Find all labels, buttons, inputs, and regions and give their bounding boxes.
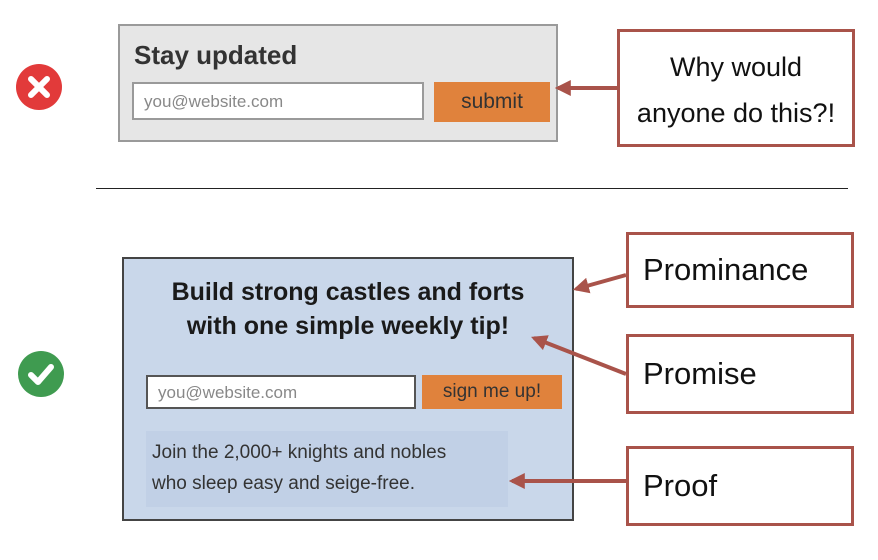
x-circle-icon — [15, 63, 63, 111]
bad-signup-form: Stay updated you@website.com submit — [118, 24, 558, 142]
sign-me-up-button[interactable]: sign me up! — [422, 375, 562, 409]
callout-why: Why would anyone do this?! — [617, 29, 855, 147]
callout-promise: Promise — [626, 334, 854, 414]
section-divider — [96, 188, 848, 189]
bad-email-input[interactable]: you@website.com — [132, 82, 424, 120]
social-proof-text: Join the 2,000+ knights and nobles who s… — [146, 431, 508, 507]
callout-prominance: Prominance — [626, 232, 854, 308]
arrow-prominance — [572, 273, 627, 294]
bad-form-title: Stay updated — [134, 40, 298, 70]
headline-line-2: with one simple weekly tip! — [186, 312, 510, 340]
proof-line-1: Join the 2,000+ knights and nobles — [152, 442, 447, 463]
check-circle-icon — [17, 350, 65, 398]
proof-line-2: who sleep easy and seige-free. — [152, 473, 415, 494]
good-email-input[interactable]: you@website.com — [146, 375, 416, 409]
headline-line-1: Build strong castles and forts — [171, 278, 525, 306]
callout-why-line-1: Why would — [669, 52, 803, 82]
bad-submit-button[interactable]: submit — [434, 82, 550, 122]
callout-why-line-2: anyone do this?! — [636, 98, 836, 128]
good-signup-form: Build strong castles and forts with one … — [122, 257, 574, 521]
callout-proof: Proof — [626, 446, 854, 526]
good-form-headline: Build strong castles and forts with one … — [124, 275, 572, 343]
